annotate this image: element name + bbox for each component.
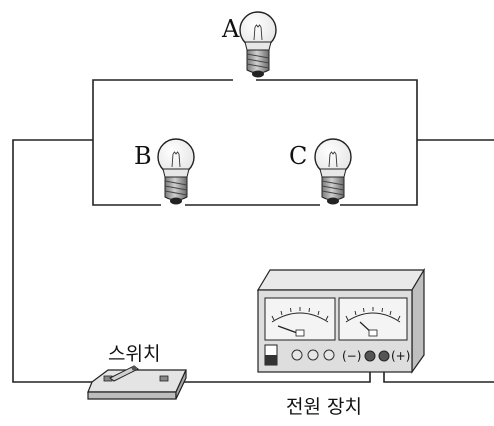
power-supply: (−) (+) 전원 장치 [256, 267, 426, 418]
switch-label: 스위치 [108, 343, 160, 365]
meter-right [338, 297, 408, 341]
switch: 스위치 [87, 343, 187, 400]
bulb-b: B [134, 138, 195, 206]
plus-terminal-label: (+) [391, 349, 410, 363]
knob [291, 349, 303, 361]
bulb-b-label: B [134, 142, 152, 170]
power-supply-label: 전원 장치 [286, 396, 362, 418]
minus-terminal-label: (−) [342, 349, 361, 363]
wire-top-left [92, 79, 233, 206]
minus-terminal [364, 350, 376, 362]
plus-terminal [378, 350, 390, 362]
light-bulb-icon [239, 11, 277, 79]
wire-left-loop [12, 139, 93, 383]
light-bulb-icon [157, 138, 195, 206]
meter-left [264, 297, 336, 341]
bulb-c: C [289, 138, 352, 206]
knob [323, 349, 335, 361]
bulb-c-label: C [289, 142, 307, 170]
bulb-a: A [221, 11, 277, 79]
power-supply-icon: (−) (+) [256, 267, 426, 374]
knife-switch-icon [87, 365, 187, 400]
light-bulb-icon [314, 138, 352, 206]
wire-top-right [256, 79, 418, 206]
knob [307, 349, 319, 361]
bulb-a-label: A [221, 15, 240, 43]
